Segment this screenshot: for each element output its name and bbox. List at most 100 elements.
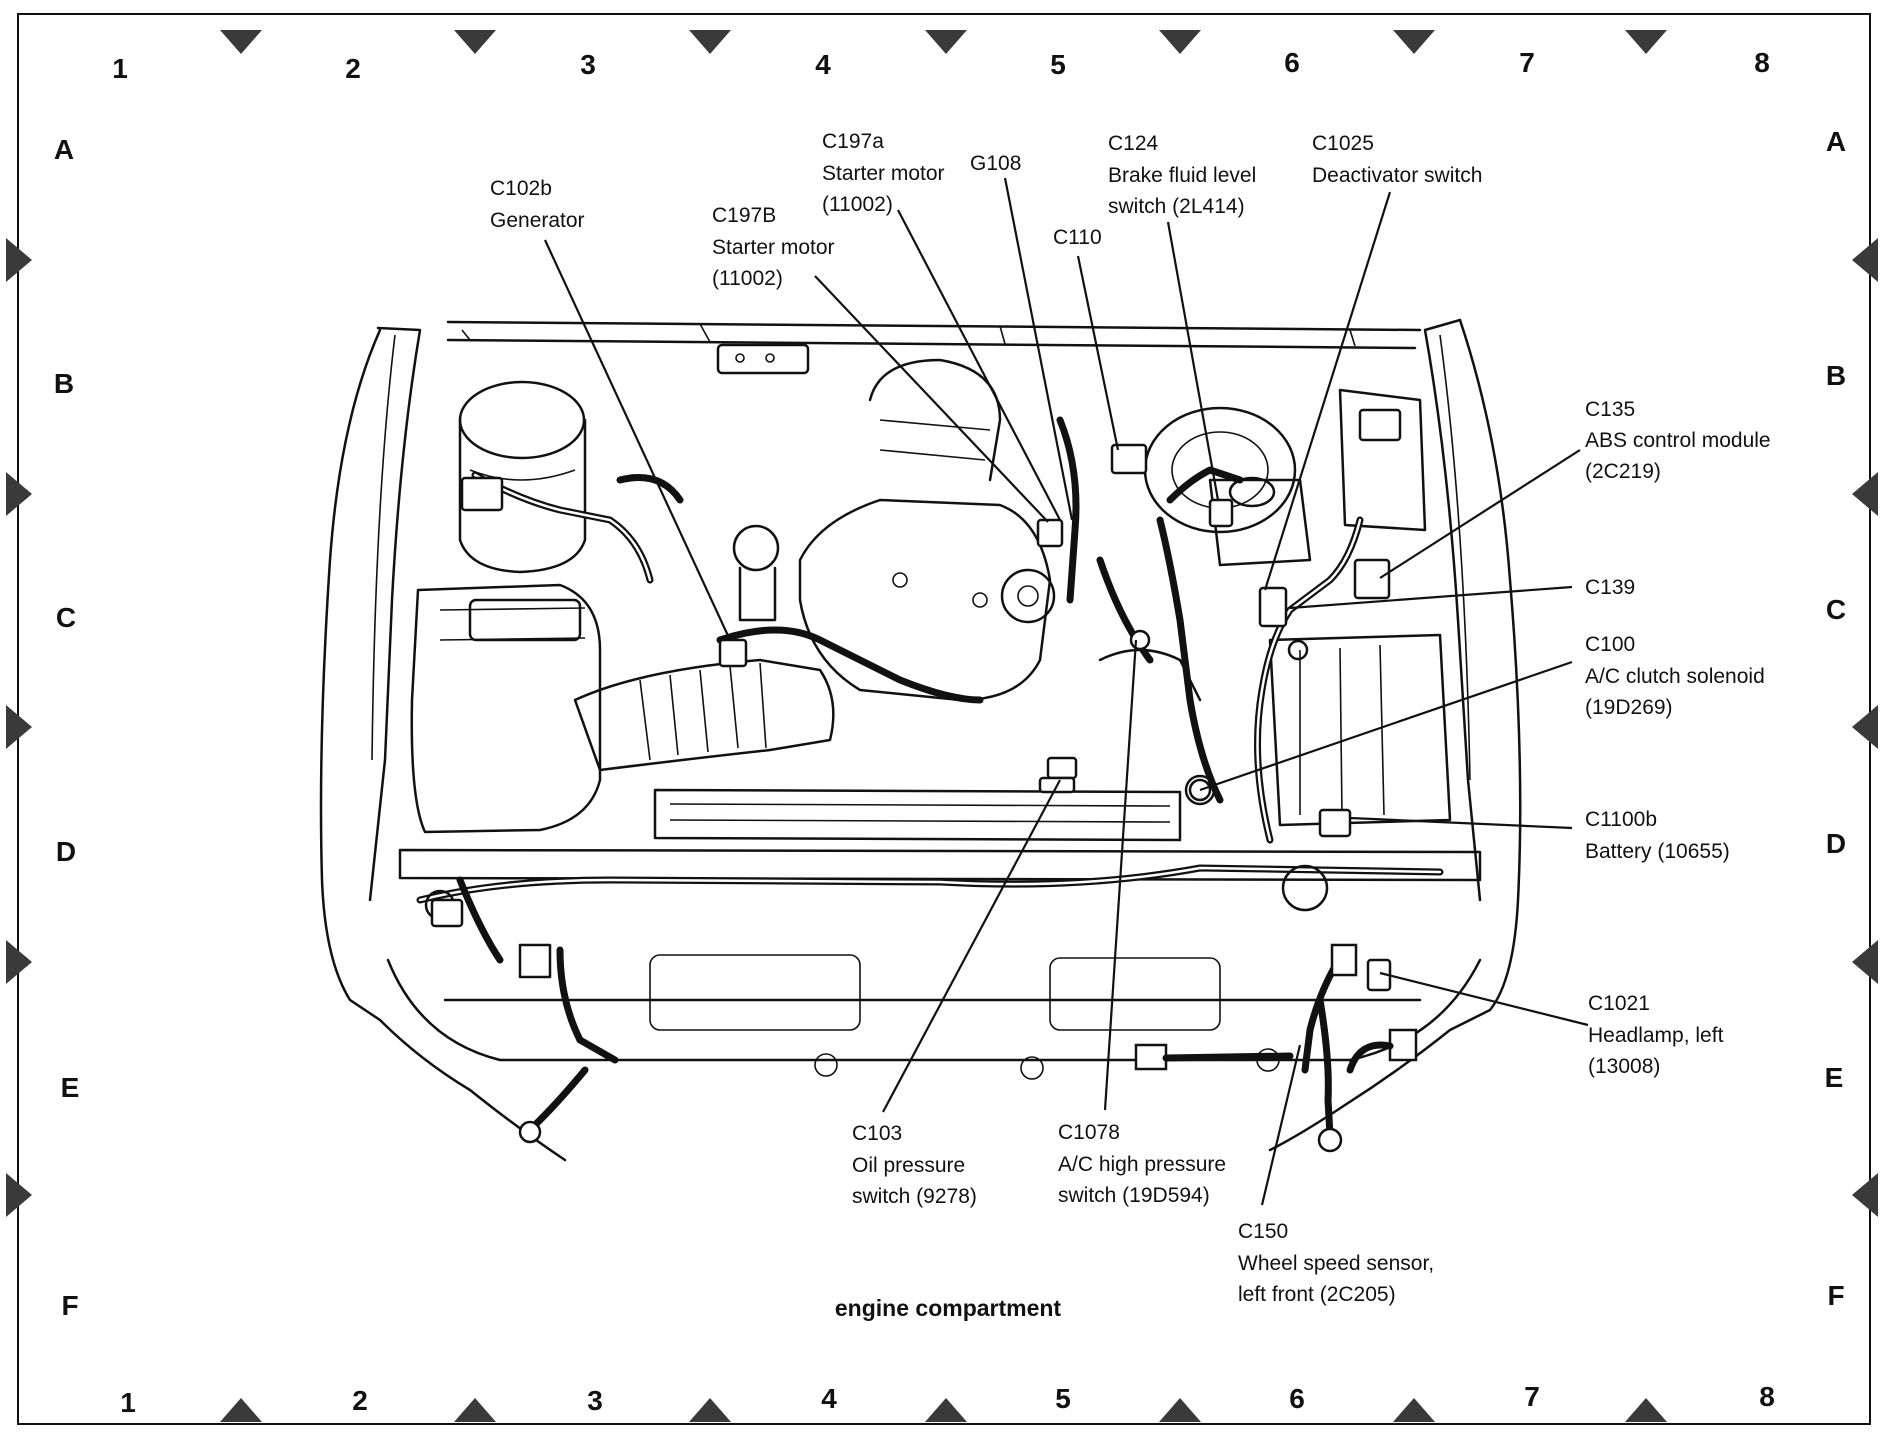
callout-c124-id: C124 <box>1108 132 1159 155</box>
engine-compartment-illustration <box>319 318 1522 1162</box>
callout-c1100b: C1100b Battery (10655) <box>1585 808 1730 863</box>
callout-c103-part: switch (9278) <box>852 1185 977 1208</box>
grid-row-right-E: E <box>1825 1062 1844 1093</box>
grid-column-labels-bottom: 1 2 3 4 5 6 7 8 <box>120 1381 1775 1418</box>
callout-c1025-desc: Deactivator switch <box>1312 164 1482 187</box>
callout-c197a: C197a Starter motor (11002) <box>822 130 945 216</box>
callout-c135: C135 ABS control module (2C219) <box>1585 398 1771 483</box>
callout-c103-desc: Oil pressure <box>852 1154 965 1177</box>
callout-c1078-id: C1078 <box>1058 1121 1120 1144</box>
grid-col-top-3: 3 <box>580 49 596 80</box>
grid-row-left-E: E <box>61 1072 80 1103</box>
callout-c1021-id: C1021 <box>1588 992 1650 1015</box>
grid-col-top-4: 4 <box>815 49 831 80</box>
leader-lines <box>544 177 1589 1206</box>
callout-c100: C100 A/C clutch solenoid (19D269) <box>1585 633 1765 719</box>
leader-c100 <box>1199 660 1573 792</box>
leader-c197a <box>897 209 1061 521</box>
callout-c1078-desc: A/C high pressure <box>1058 1153 1226 1176</box>
callout-c1025-id: C1025 <box>1312 132 1374 155</box>
leader-c1021 <box>1379 971 1589 1027</box>
grid-row-left-C: C <box>56 602 76 633</box>
callout-c124-desc: Brake fluid level <box>1108 164 1256 187</box>
callout-c150-part: left front (2C205) <box>1238 1283 1396 1306</box>
callout-c197b-part: (11002) <box>712 267 783 290</box>
leader-c103 <box>882 779 1061 1113</box>
grid-col-top-5: 5 <box>1050 49 1066 80</box>
grid-col-top-1: 1 <box>112 53 128 84</box>
left-grid-markers <box>6 238 32 1217</box>
top-grid-markers <box>220 30 1667 54</box>
leader-c135 <box>1379 449 1581 579</box>
grid-row-left-D: D <box>56 836 76 867</box>
grid-row-right-C: C <box>1826 594 1846 625</box>
leader-c139 <box>1289 585 1573 610</box>
callout-c135-desc: ABS control module <box>1585 429 1771 452</box>
connector-c110-shape <box>1110 443 1148 475</box>
callout-c135-id: C135 <box>1585 398 1635 421</box>
leader-c1078 <box>1103 639 1138 1111</box>
callout-c139: C139 <box>1585 576 1635 599</box>
callout-c103: C103 Oil pressure switch (9278) <box>852 1122 977 1208</box>
diagram-caption: engine compartment <box>835 1295 1062 1321</box>
callout-c1100b-desc: Battery (10655) <box>1585 840 1730 863</box>
callout-c150: C150 Wheel speed sensor, left front (2C2… <box>1238 1220 1434 1306</box>
leader-c197b <box>814 275 1049 523</box>
grid-row-right-F: F <box>1827 1280 1844 1311</box>
leader-c150 <box>1260 1044 1302 1206</box>
leader-c1100b <box>1349 816 1573 830</box>
bottom-grid-markers <box>220 1398 1667 1422</box>
grid-col-top-7: 7 <box>1519 47 1535 78</box>
callout-c100-id: C100 <box>1585 633 1635 656</box>
callout-c1078-part: switch (19D594) <box>1058 1184 1210 1207</box>
callout-c197b-id: C197B <box>712 204 776 227</box>
callout-c1021-part: (13008) <box>1588 1055 1660 1078</box>
grid-col-top-2: 2 <box>345 53 361 84</box>
callout-c139-id: C139 <box>1585 576 1635 599</box>
grid-col-bottom-4: 4 <box>821 1383 837 1414</box>
grid-col-bottom-8: 8 <box>1759 1381 1775 1412</box>
grid-row-left-A: A <box>54 134 74 165</box>
grid-col-bottom-6: 6 <box>1289 1383 1305 1414</box>
grid-col-bottom-3: 3 <box>587 1385 603 1416</box>
leader-c102b <box>544 239 731 641</box>
grid-col-top-8: 8 <box>1754 47 1770 78</box>
callout-c102b: C102b Generator <box>490 177 585 232</box>
callout-c1078: C1078 A/C high pressure switch (19D594) <box>1058 1121 1226 1207</box>
callout-c124: C124 Brake fluid level switch (2L414) <box>1108 132 1256 218</box>
grid-col-bottom-2: 2 <box>352 1385 368 1416</box>
callout-g108-id: G108 <box>970 152 1021 175</box>
grid-row-right-B: B <box>1826 360 1846 391</box>
callout-c1025: C1025 Deactivator switch <box>1312 132 1482 187</box>
callout-c150-desc: Wheel speed sensor, <box>1238 1252 1434 1275</box>
leader-c1025 <box>1263 191 1392 591</box>
callout-c110-id: C110 <box>1053 226 1102 249</box>
callout-c197a-part: (11002) <box>822 193 893 216</box>
callout-c197a-id: C197a <box>822 130 884 153</box>
callout-c124-part: switch (2L414) <box>1108 195 1245 218</box>
callout-c135-part: (2C219) <box>1585 460 1661 483</box>
grid-column-labels-top: 1 2 3 4 5 6 7 8 <box>112 47 1770 84</box>
grid-row-right-A: A <box>1826 126 1846 157</box>
callout-c102b-id: C102b <box>490 177 552 200</box>
grid-col-bottom-7: 7 <box>1524 1381 1540 1412</box>
grid-row-left-B: B <box>54 368 74 399</box>
leader-g108 <box>1003 177 1074 521</box>
callout-c100-desc: A/C clutch solenoid <box>1585 665 1765 688</box>
callout-c110: C110 <box>1053 226 1102 249</box>
grid-col-bottom-1: 1 <box>120 1387 136 1418</box>
callout-c1021-desc: Headlamp, left <box>1588 1024 1724 1047</box>
grid-col-bottom-5: 5 <box>1055 1383 1071 1414</box>
leader-c110 <box>1076 255 1120 451</box>
leader-c124 <box>1166 221 1220 501</box>
callout-c100-part: (19D269) <box>1585 696 1673 719</box>
callout-c197b-desc: Starter motor <box>712 236 835 259</box>
diagram-frame <box>17 13 1871 1425</box>
callout-c1100b-id: C1100b <box>1585 808 1657 831</box>
grid-row-labels-right: A B C D E F <box>1825 126 1846 1311</box>
grid-col-top-6: 6 <box>1284 47 1300 78</box>
callout-c103-id: C103 <box>852 1122 902 1145</box>
callout-c102b-desc: Generator <box>490 209 585 232</box>
